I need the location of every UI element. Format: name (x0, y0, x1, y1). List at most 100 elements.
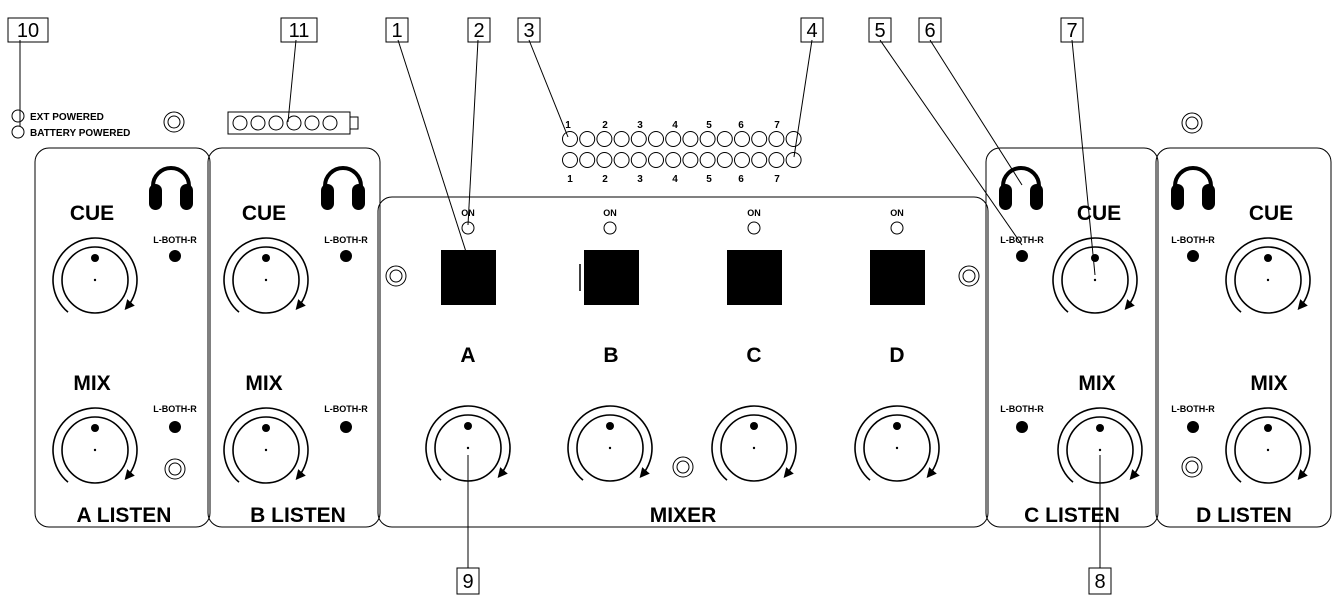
cue-knob[interactable] (52, 237, 138, 314)
led-bottom-number: 7 (774, 174, 780, 185)
led-top-number: 1 (565, 120, 571, 131)
cue-label: CUE (1077, 202, 1121, 225)
on-led (603, 221, 617, 235)
listen-module-c: CUE L-BOTH-R MIX L-BOTH-R C LISTEN (985, 147, 1159, 528)
cue-switch[interactable] (169, 250, 181, 262)
level-meter-led-rows: 1 2 3 4 5 6 7 1 2 3 4 5 6 7 (562, 120, 802, 185)
listen-module-d: CUE L-BOTH-R MIX L-BOTH-R D LISTEN (1155, 112, 1332, 528)
led-top-number: 4 (672, 120, 678, 131)
mixer-title: MIXER (650, 504, 717, 527)
module-title: D LISTEN (1196, 504, 1292, 527)
on-label: ON (747, 208, 761, 218)
mounting-screw (1181, 456, 1203, 478)
led-top-number: 5 (706, 120, 712, 131)
callout-box-4: 4 (800, 17, 824, 43)
cue-knob[interactable] (223, 237, 309, 314)
callout-label: 2 (473, 20, 484, 42)
mounting-screw (164, 458, 186, 480)
on-button[interactable] (584, 250, 639, 305)
callout-label: 11 (289, 20, 310, 42)
callout-box-11: 11 (280, 17, 318, 43)
cue-knob[interactable] (1225, 237, 1311, 314)
on-button[interactable] (727, 250, 782, 305)
mix-switch-label: L-BOTH-R (153, 404, 197, 414)
mix-knob[interactable] (1225, 407, 1311, 484)
level-knob[interactable] (425, 405, 511, 482)
mix-knob[interactable] (223, 407, 309, 484)
mix-switch[interactable] (1016, 421, 1028, 433)
on-button[interactable] (870, 250, 925, 305)
channel-name: B (603, 344, 618, 367)
cue-switch-label: L-BOTH-R (1171, 235, 1215, 245)
callout-label: 3 (523, 20, 534, 42)
callout-label: 10 (17, 20, 39, 42)
led-indicator (613, 152, 630, 168)
channel-name: C (746, 344, 761, 367)
callout-box-3: 3 (517, 17, 541, 43)
battery-powered-led (11, 125, 25, 139)
callout-label: 1 (391, 20, 402, 42)
led-indicator (665, 152, 682, 168)
led-row-bottom (562, 152, 802, 168)
mixer-channel-a: ON A (425, 208, 511, 482)
led-indicator (699, 152, 716, 168)
led-top-number: 6 (738, 120, 744, 131)
level-knob[interactable] (567, 405, 653, 482)
led-bottom-number: 3 (637, 174, 643, 185)
on-button[interactable] (441, 250, 496, 305)
mix-knob[interactable] (1057, 407, 1143, 484)
led-indicator (562, 131, 578, 147)
cue-switch-label: L-BOTH-R (324, 235, 368, 245)
cue-switch[interactable] (340, 250, 352, 262)
cue-label: CUE (1249, 202, 1293, 225)
mix-switch[interactable] (169, 421, 181, 433)
channel-name: A (460, 344, 475, 367)
mix-switch[interactable] (1187, 421, 1199, 433)
mounting-screw (385, 265, 407, 287)
listen-module-a: CUE L-BOTH-R MIX L-BOTH-R A LISTEN (34, 147, 211, 528)
power-indicators: EXT POWERED BATTERY POWERED (11, 109, 185, 139)
mix-switch-label: L-BOTH-R (324, 404, 368, 414)
led-top-number: 2 (602, 120, 608, 131)
module-title: B LISTEN (250, 504, 346, 527)
led-indicator (579, 131, 596, 147)
headphones-icon (999, 166, 1043, 210)
cue-switch[interactable] (1016, 250, 1028, 262)
module-title: C LISTEN (1024, 504, 1120, 527)
callout-box-9: 9 (456, 567, 480, 595)
callout-leaders (19, 39, 1101, 568)
ext-powered-led (11, 109, 25, 123)
led-indicator (785, 131, 802, 147)
headphones-icon (321, 166, 365, 210)
led-bottom-number: 5 (706, 174, 712, 185)
cue-switch[interactable] (1187, 250, 1199, 262)
callout-label: 4 (806, 20, 817, 42)
led-indicator (665, 131, 682, 147)
led-indicator (716, 152, 733, 168)
led-indicator (768, 131, 785, 147)
level-knob[interactable] (854, 405, 940, 482)
callout-label: 6 (924, 20, 935, 42)
on-label: ON (461, 208, 475, 218)
on-label: ON (603, 208, 617, 218)
mix-switch[interactable] (340, 421, 352, 433)
led-row-top (562, 131, 802, 147)
on-led (890, 221, 904, 235)
led-indicator (716, 131, 733, 147)
led-indicator (682, 152, 699, 168)
channel-name: D (889, 344, 904, 367)
led-indicator (630, 131, 647, 147)
callout-box-2: 2 (467, 17, 491, 43)
cue-switch-label: L-BOTH-R (153, 235, 197, 245)
mounting-screw (1181, 112, 1203, 134)
mix-switch-label: L-BOTH-R (1000, 404, 1044, 414)
mixer-channel-b: ON B (567, 208, 653, 482)
led-indicator (579, 152, 596, 168)
mix-knob[interactable] (52, 407, 138, 484)
level-knob[interactable] (711, 405, 797, 482)
cue-label: CUE (70, 202, 114, 225)
led-bottom-number: 2 (602, 174, 608, 185)
cue-knob[interactable] (1052, 237, 1138, 314)
